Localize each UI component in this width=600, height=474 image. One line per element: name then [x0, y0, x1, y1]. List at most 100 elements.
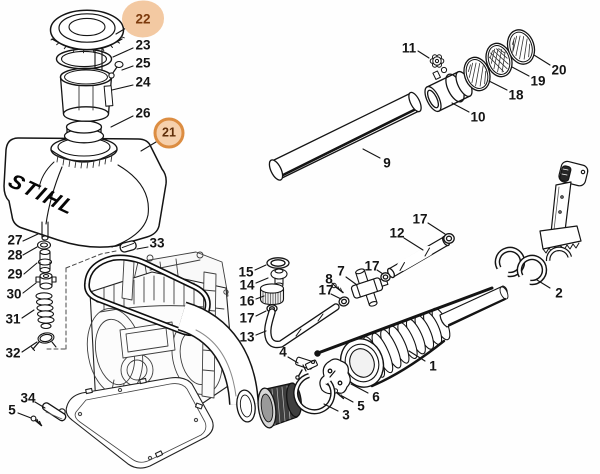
- part-label-19-19[interactable]: 19: [530, 73, 546, 89]
- screen-disc-20-part: [506, 29, 536, 65]
- blower-tube-part: [268, 91, 422, 181]
- part-label-2-37[interactable]: 2: [555, 285, 563, 301]
- leader-line-17-30: [255, 310, 267, 317]
- part-label-22-0[interactable]: 22: [122, 0, 164, 38]
- leader-line-27-6: [22, 233, 39, 242]
- leader-line-32-11: [21, 341, 38, 353]
- part-label-11-16[interactable]: 11: [401, 40, 417, 56]
- part-label-30-9[interactable]: 30: [6, 286, 22, 302]
- part-label-18-18[interactable]: 18: [508, 87, 524, 103]
- grommet-part-15: [266, 257, 290, 269]
- dashed-guide-lines: [46, 250, 117, 350]
- tank-plug-part: [119, 240, 137, 253]
- leader-line-17-23: [376, 269, 384, 275]
- leader-line-24-3: [111, 84, 134, 91]
- leader-line-25-2: [121, 65, 134, 71]
- retainer-rings-part: [63, 120, 105, 144]
- blower-elbow-art: [177, 301, 259, 423]
- leader-line-4-32: [287, 356, 299, 364]
- leader-line-14-28: [255, 277, 269, 284]
- leader-line-16-29: [255, 295, 265, 300]
- part-label-17-23[interactable]: 17: [364, 258, 380, 274]
- leader-line-6-33: [350, 383, 369, 394]
- leader-line-13-31: [255, 330, 267, 336]
- part-label-34-13[interactable]: 34: [20, 390, 36, 406]
- ring-part-17a: [443, 233, 455, 244]
- part-label-15-27[interactable]: 15: [238, 264, 254, 280]
- part-label-20-20[interactable]: 20: [551, 62, 567, 78]
- part-label-26-4[interactable]: 26: [135, 105, 151, 121]
- leader-line-15-27: [254, 264, 267, 271]
- part-label-7-24[interactable]: 7: [337, 263, 345, 279]
- part-label-4-32[interactable]: 4: [279, 344, 287, 360]
- part-label-1-36[interactable]: 1: [429, 358, 437, 374]
- control-handle-part: [539, 160, 589, 262]
- part-label-25-2[interactable]: 25: [135, 55, 151, 71]
- part-label-17-21[interactable]: 17: [412, 211, 428, 227]
- bent-tube-part-13: [264, 303, 340, 349]
- leader-line-20-20: [533, 54, 551, 66]
- leader-lines: [17, 24, 551, 419]
- ring-part-17b: [380, 272, 391, 282]
- leader-line-21-5: [140, 141, 157, 152]
- strip-part: [41, 402, 67, 422]
- part-label-27-6[interactable]: 27: [7, 232, 23, 248]
- leader-line-18-18: [488, 80, 508, 91]
- part-label-16-29[interactable]: 16: [239, 293, 255, 309]
- leader-line-2-37: [536, 279, 551, 289]
- nozzle-part: [424, 66, 473, 113]
- leader-line-10-17: [451, 102, 470, 113]
- knob-part: [429, 54, 445, 68]
- part-label-9-15[interactable]: 9: [383, 155, 391, 171]
- part-label-14-28[interactable]: 14: [239, 277, 255, 293]
- pleated-hose-part: [339, 285, 509, 388]
- leader-line-8-25: [331, 282, 338, 289]
- leader-line-26-4: [110, 115, 134, 128]
- clamp-plate-part-6: [319, 358, 351, 395]
- part-label-5-14[interactable]: 5: [8, 402, 16, 418]
- part-label-8-25[interactable]: 8: [325, 271, 333, 287]
- leader-line-11-16: [417, 50, 430, 59]
- leader-line-12-22: [403, 237, 424, 251]
- leader-line-23-1: [112, 47, 134, 58]
- part-label-23-1[interactable]: 23: [135, 37, 151, 53]
- part-label-33-12[interactable]: 33: [149, 235, 165, 251]
- tank-fitting-parts: [30, 221, 57, 352]
- base-plate-art: [58, 377, 214, 469]
- screw-part-bottom: [30, 415, 43, 427]
- leader-line-9-15: [362, 148, 381, 159]
- hose-clamp-part-3: [293, 364, 336, 415]
- leader-line-17-26: [330, 293, 342, 300]
- outlet-coupler-part: [257, 382, 302, 429]
- lever-part-4: [295, 356, 318, 380]
- tank-cap-part: [49, 9, 125, 54]
- leader-line-5-14: [17, 412, 32, 419]
- leader-line-3-35: [323, 403, 339, 412]
- part-label-17-26[interactable]: 17: [318, 282, 334, 298]
- leader-line-17-21: [427, 222, 446, 235]
- part-label-21-5[interactable]: 21: [153, 117, 185, 149]
- vent-valve-part: [108, 60, 124, 79]
- part-label-31-10[interactable]: 31: [5, 311, 21, 327]
- screen-disc-19-part: [485, 42, 513, 78]
- part-label-13-31[interactable]: 13: [239, 329, 255, 345]
- leader-line-33-12: [136, 246, 149, 250]
- part-label-10-17[interactable]: 10: [470, 109, 486, 125]
- part-label-6-33[interactable]: 6: [372, 389, 380, 405]
- part-label-28-7[interactable]: 28: [7, 247, 23, 263]
- part-label-32-11[interactable]: 32: [5, 345, 21, 361]
- part-label-17-30[interactable]: 17: [239, 310, 255, 326]
- part-label-3-35[interactable]: 3: [342, 407, 350, 423]
- part-label-12-22[interactable]: 12: [389, 225, 405, 241]
- leader-line-31-10: [21, 309, 35, 319]
- leader-line-19-19: [511, 66, 530, 77]
- leader-line-34-13: [34, 401, 46, 409]
- part-label-5-34[interactable]: 5: [357, 398, 365, 414]
- leader-line-7-24: [345, 276, 358, 286]
- part-label-24-3[interactable]: 24: [135, 74, 151, 90]
- part-label-29-8[interactable]: 29: [7, 266, 23, 282]
- leader-line-29-8: [23, 262, 38, 275]
